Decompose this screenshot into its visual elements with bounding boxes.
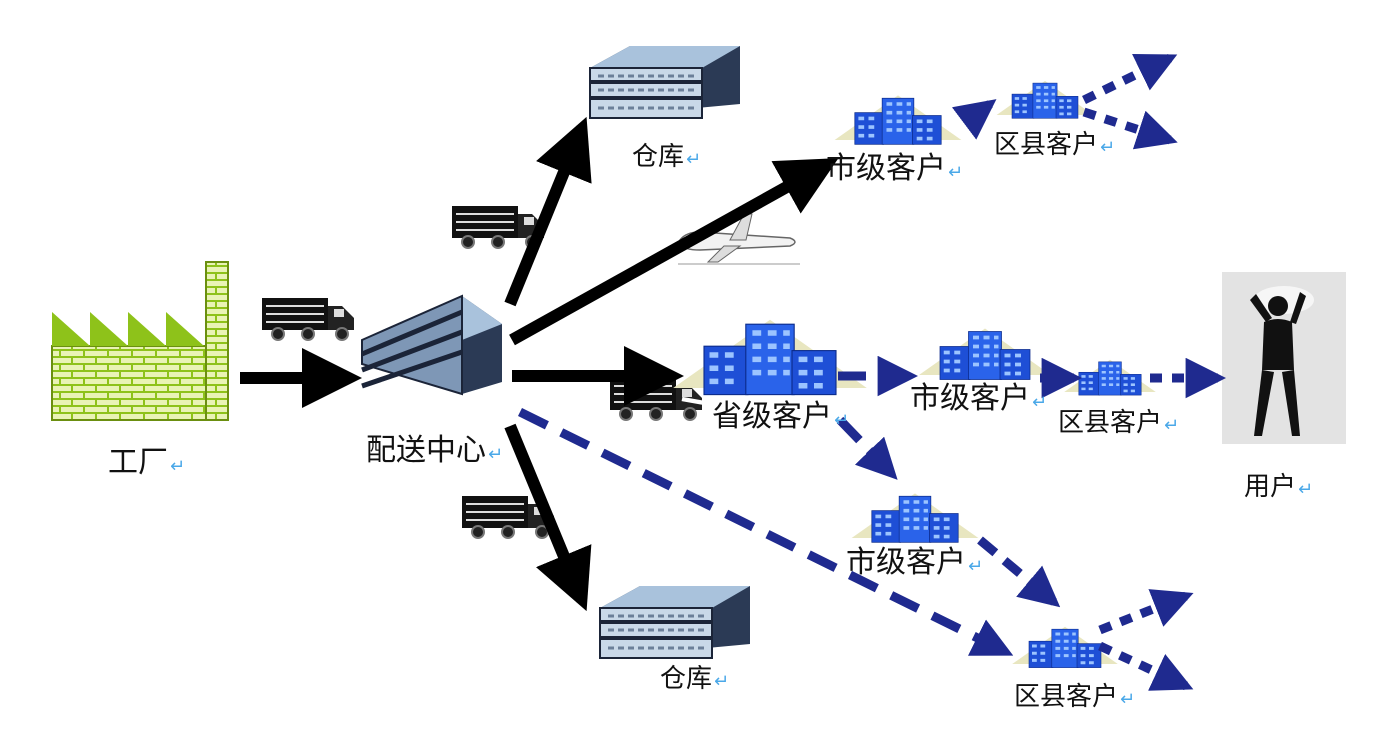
return-icon: ↵	[968, 556, 984, 577]
distribution-center-icon	[361, 294, 502, 396]
warehouse-bottom-icon	[598, 584, 752, 660]
user-icon	[1222, 272, 1346, 444]
warehouse-top-icon	[588, 44, 742, 120]
return-icon: ↵	[686, 149, 702, 170]
city-customer-mid-label: 市级客户↵	[910, 381, 1048, 416]
county-customer-top-label: 区县客户↵	[994, 130, 1116, 160]
warehouse-bottom-label: 仓库↵	[660, 664, 730, 694]
county-customer-top-icon	[995, 79, 1095, 127]
return-icon: ↵	[1032, 392, 1048, 413]
county-customer-mid-icon	[1062, 358, 1158, 403]
return-icon: ↵	[714, 671, 730, 692]
return-icon: ↵	[948, 162, 964, 183]
county-customer-low-label: 区县客户↵	[1014, 682, 1136, 712]
factory-icon	[51, 261, 229, 421]
center-label: 配送中心↵	[366, 433, 504, 468]
city-customer-mid-icon	[917, 326, 1053, 391]
city-customer-low-icon	[849, 491, 981, 553]
user-label: 用户↵	[1244, 472, 1314, 502]
truck-icon	[261, 297, 355, 341]
province-customer-icon	[673, 320, 867, 408]
return-icon: ↵	[1120, 689, 1136, 710]
county-customer-mid-label: 区县客户↵	[1058, 408, 1180, 438]
return-icon: ↵	[1100, 137, 1116, 158]
city-customer-low-label: 市级客户↵	[846, 545, 984, 580]
return-icon: ↵	[1298, 479, 1314, 500]
dashed-arrows	[518, 53, 1227, 691]
return-icon: ↵	[834, 410, 850, 431]
return-icon: ↵	[488, 444, 504, 465]
return-icon: ↵	[1164, 415, 1180, 436]
city-customer-top-label: 市级客户↵	[826, 151, 964, 186]
warehouse-top-label: 仓库↵	[632, 142, 702, 172]
province-customer-label: 省级客户↵	[712, 399, 850, 434]
return-icon: ↵	[170, 456, 186, 477]
factory-label: 工厂↵	[108, 445, 186, 480]
city-customer-top-icon	[832, 93, 964, 155]
solid-arrows	[240, 116, 839, 612]
